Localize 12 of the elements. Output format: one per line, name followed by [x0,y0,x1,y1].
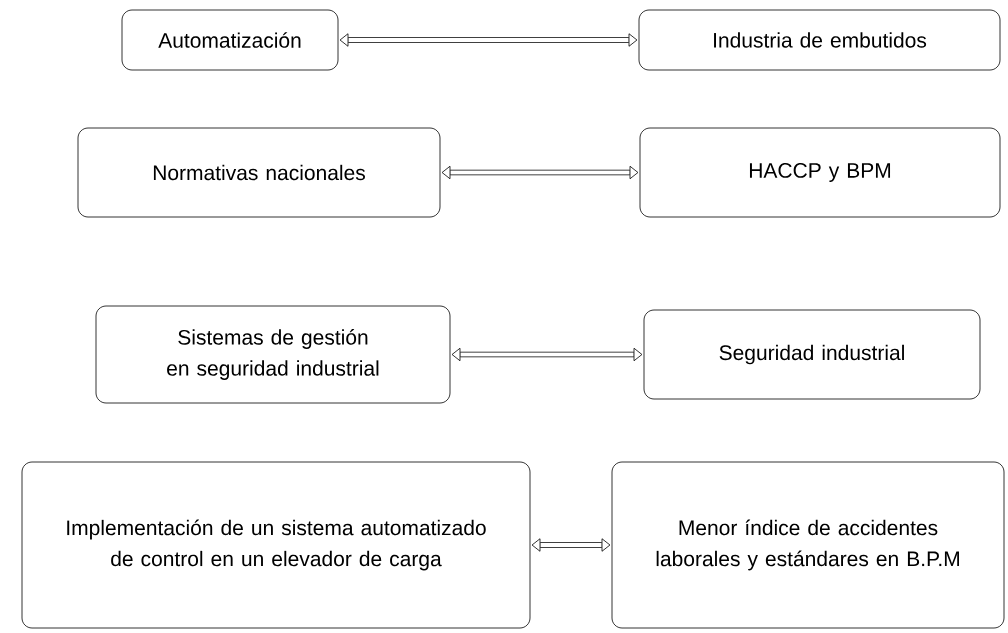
double-arrow [339,33,638,47]
text-box: HACCP y BPM [639,127,1001,218]
double-arrow [441,165,639,180]
text-box: Implementación de un sistema automatizado de control en un elevador de carga [21,461,531,629]
text-box: Automatización [121,9,339,71]
text-box: Normativas nacionales [77,127,441,218]
text-box: Menor índice de accidentes laborales y estándares en B.P.M [611,461,1005,629]
text-box: Sistemas de gestión en seguridad industrial [95,305,451,404]
text-box: Industria de embutidos [638,9,1001,71]
double-arrow [451,347,643,362]
text-box: Seguridad industrial [643,309,981,400]
double-arrow [531,538,611,552]
